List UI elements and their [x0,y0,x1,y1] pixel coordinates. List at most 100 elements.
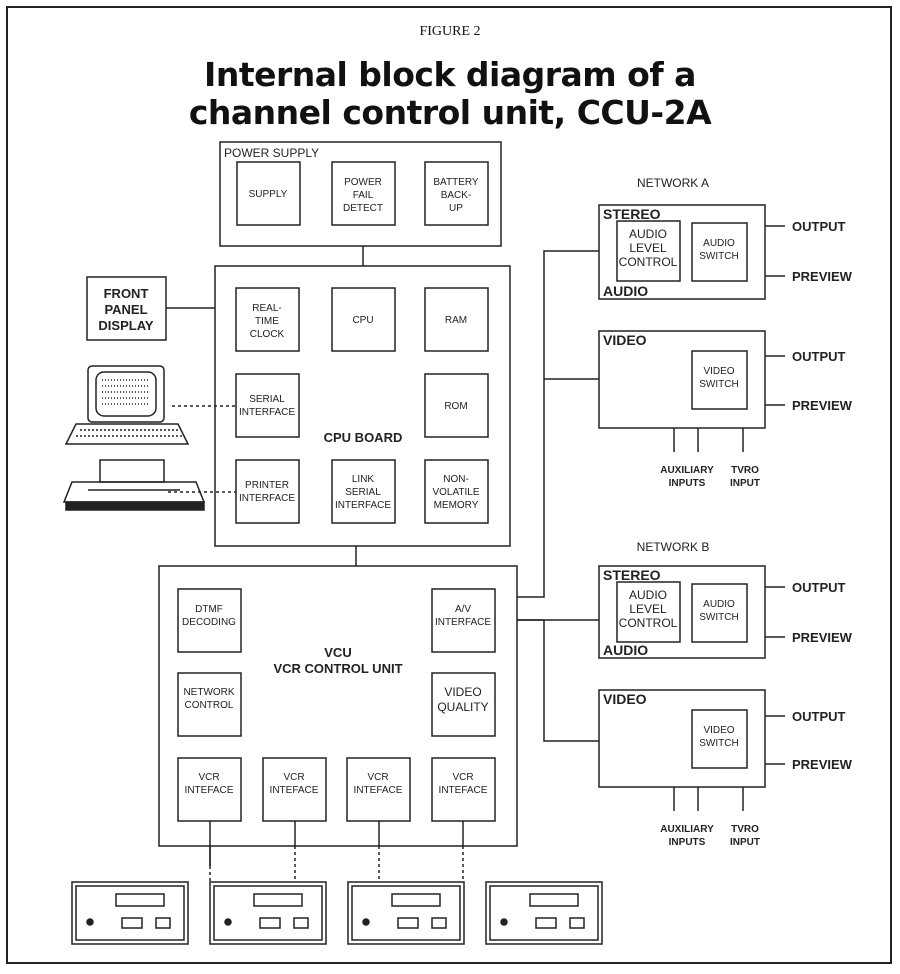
power-fail-line3: DETECT [343,203,383,214]
title-line-2: channel control unit, CCU-2A [188,93,712,132]
network-b-video-switch-2: SWITCH [699,738,738,749]
network-b-tvro-1: TVRO [731,824,759,835]
nvm-line2: VOLATILE [432,487,479,498]
battery-line2: BACK- [441,190,472,201]
network-a-audio-output: OUTPUT [792,219,846,234]
rom-label: ROM [444,401,467,412]
network-b-video-preview: PREVIEW [792,757,853,772]
network-a-audio-level-box [616,220,681,282]
vcr-deck-icon [71,881,189,945]
nvm-line1: NON- [443,474,469,485]
video-quality-line1: VIDEO [444,685,481,699]
network-a-stereo: STEREO [603,206,661,222]
vcr-deck-icon [485,881,603,945]
serial-line1: SERIAL [249,394,285,405]
link-line2: SERIAL [345,487,381,498]
rtc-line1: REAL- [252,303,281,314]
network-a-audio-block [598,204,766,300]
front-panel-line2: PANEL [104,302,147,317]
network-b-video-switch-box [691,709,748,769]
video-quality-box [431,672,496,737]
network-control-line1: NETWORK [183,687,234,698]
connection-lines [166,246,599,882]
supply-label: SUPPLY [249,189,288,200]
printer-line2: INTERFACE [239,493,295,504]
rtc-box [235,287,300,352]
title-line-1: Internal block diagram of a [204,55,696,94]
network-a-audio-switch-box [691,222,748,282]
network-b-audio-level-box [616,581,681,643]
vcr-deck-icon [347,881,465,945]
cpu-board-block: CPU BOARD REAL- TIME CLOCK CPU RAM SERIA… [214,265,511,547]
network-b-video: VIDEO [603,691,647,707]
vcr-decks [71,881,603,945]
network-a-tvro-2: INPUT [730,478,760,489]
network-a-tvro-1: TVRO [731,465,759,476]
dtmf-line2: DECODING [182,617,236,628]
dtmf-box [177,588,242,653]
network-a-audio-level-2: LEVEL [629,241,667,255]
battery-box [424,161,489,226]
network-a-label: NETWORK A [637,176,709,190]
front-panel-line3: DISPLAY [98,318,153,333]
network-b-audio-level-1: AUDIO [629,588,667,602]
power-fail-box [331,161,396,226]
network-control-box [177,672,242,737]
network-a-video-switch-1: VIDEO [703,366,734,377]
printer-icon [62,459,206,511]
network-a-video-switch-2: SWITCH [699,379,738,390]
network-b-video-output: OUTPUT [792,709,846,724]
link-line1: LINK [352,474,375,485]
cpu-box [331,287,396,352]
network-b-audio-level-3: CONTROL [619,616,678,630]
nvm-line3: MEMORY [434,500,479,511]
power-supply-block: POWER SUPPLY SUPPLY POWER FAIL DETECT BA… [219,141,502,247]
network-b-aux-1: AUXILIARY [660,824,714,835]
network-a-audio-level-1: AUDIO [629,227,667,241]
vcu-label: VCU [324,645,351,660]
cpu-label: CPU [352,315,373,326]
front-panel-line1: FRONT [104,286,149,301]
av-interface-box [431,588,496,653]
rtc-line3: CLOCK [250,329,285,340]
network-a-audio-switch-2: SWITCH [699,251,738,262]
network-a-audio-preview: PREVIEW [792,269,853,284]
link-serial-box [331,459,396,524]
dtmf-line1: DTMF [195,604,223,615]
cpu-board-label: CPU BOARD [324,430,403,445]
network-a-video-output: OUTPUT [792,349,846,364]
vcr-if3-line1: VCR [367,772,388,783]
serial-line2: INTERFACE [239,407,295,418]
vcr-if1-line1: VCR [198,772,219,783]
vcr-if2-line1: VCR [283,772,304,783]
network-b-audio-switch-1: AUDIO [703,599,735,610]
network-b-audio-switch-2: SWITCH [699,612,738,623]
link-line3: INTERFACE [335,500,391,511]
network-a: NETWORK A STEREO AUDIO AUDIO LEVEL CONTR… [598,176,853,489]
network-b-tvro-2: INPUT [730,837,760,848]
network-b-label: NETWORK B [637,540,710,554]
vcr-if4-line1: VCR [452,772,473,783]
network-a-audio: AUDIO [603,283,648,299]
battery-line1: BATTERY [433,177,479,188]
ram-box [424,287,489,352]
network-a-video-switch-box [691,350,748,410]
av-line2: INTERFACE [435,617,491,628]
nvm-box [424,459,489,524]
network-a-video-preview: PREVIEW [792,398,853,413]
network-b-audio-switch-box [691,583,748,643]
network-a-aux-2: INPUTS [669,478,706,489]
network-b-stereo: STEREO [603,567,661,583]
vcr-if2-line2: INTEFACE [270,785,319,796]
rom-box [424,373,489,438]
network-control-line2: CONTROL [185,700,234,711]
vcr-control-unit-label: VCR CONTROL UNIT [273,661,402,676]
power-fail-line1: POWER [344,177,382,188]
network-b: NETWORK B STEREO AUDIO AUDIO LEVEL CONTR… [598,540,853,848]
network-b-audio-level-2: LEVEL [629,602,667,616]
vcr-deck-icon [209,881,327,945]
diagram-title: Internal block diagram of a channel cont… [0,56,900,132]
network-b-audio-output: OUTPUT [792,580,846,595]
network-a-audio-level-3: CONTROL [619,255,678,269]
